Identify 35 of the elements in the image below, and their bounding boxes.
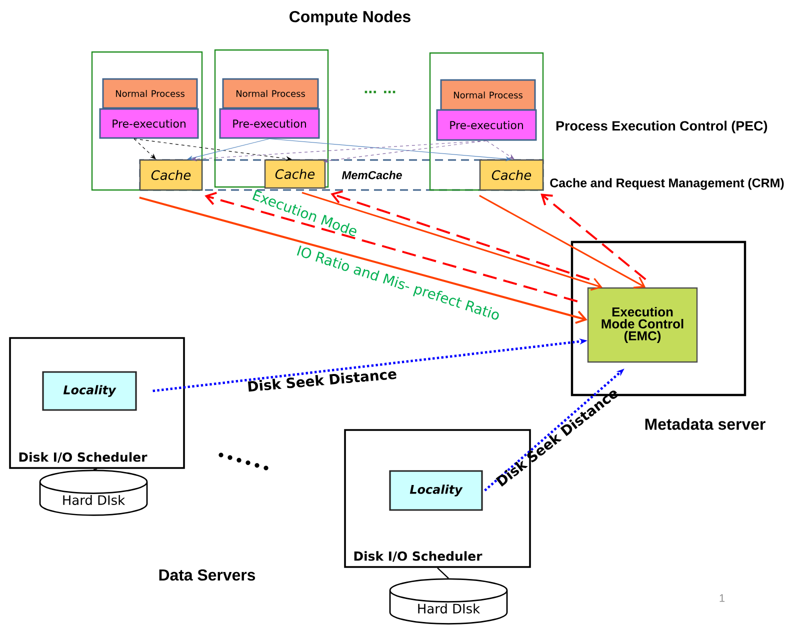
locality-box: Locality — [42, 371, 137, 411]
process-box: Normal Process — [102, 78, 198, 109]
edge-label: IO Ratio and Mis- prefect Ratio — [296, 246, 499, 320]
heading: Compute Nodes — [290, 10, 410, 26]
page-number: 1 — [720, 594, 725, 602]
arrow — [323, 140, 487, 164]
heading: Data Servers — [159, 569, 256, 581]
cache-box: Cache — [139, 159, 203, 191]
pre-execution-box: Pre-execution — [219, 108, 320, 139]
locality-box: Locality — [389, 470, 483, 511]
ellipsis: ... ... — [364, 90, 396, 94]
arrow — [269, 138, 512, 162]
heading: Process Execution Control (PEC) — [556, 120, 768, 134]
arrow — [479, 194, 646, 288]
arrow — [134, 138, 156, 160]
arrow — [486, 140, 514, 160]
arrow — [191, 140, 487, 162]
process-box: Normal Process — [222, 78, 319, 109]
arrow — [204, 192, 578, 302]
pre-execution-box: Pre-execution — [99, 108, 199, 139]
disk-cylinder: Hard DIsk — [389, 578, 508, 624]
cache-box: Cache — [264, 159, 326, 189]
arrow — [302, 192, 602, 291]
edge-label: Disk Seek Distance — [248, 371, 396, 392]
heading: Cache and Request Management (CRM) — [550, 178, 784, 190]
arrow — [187, 138, 270, 160]
cache-box: Cache — [479, 159, 544, 191]
process-box: Normal Process — [440, 79, 536, 111]
arrow — [540, 194, 646, 280]
node-label: Metadata server — [645, 418, 766, 430]
arrow — [330, 190, 590, 280]
control-box: Execution Mode Control (EMC) — [587, 287, 698, 363]
disk-cylinder: Hard DIsk — [39, 470, 148, 516]
pre-execution-box: Pre-execution — [436, 109, 537, 141]
arrow — [139, 196, 588, 324]
